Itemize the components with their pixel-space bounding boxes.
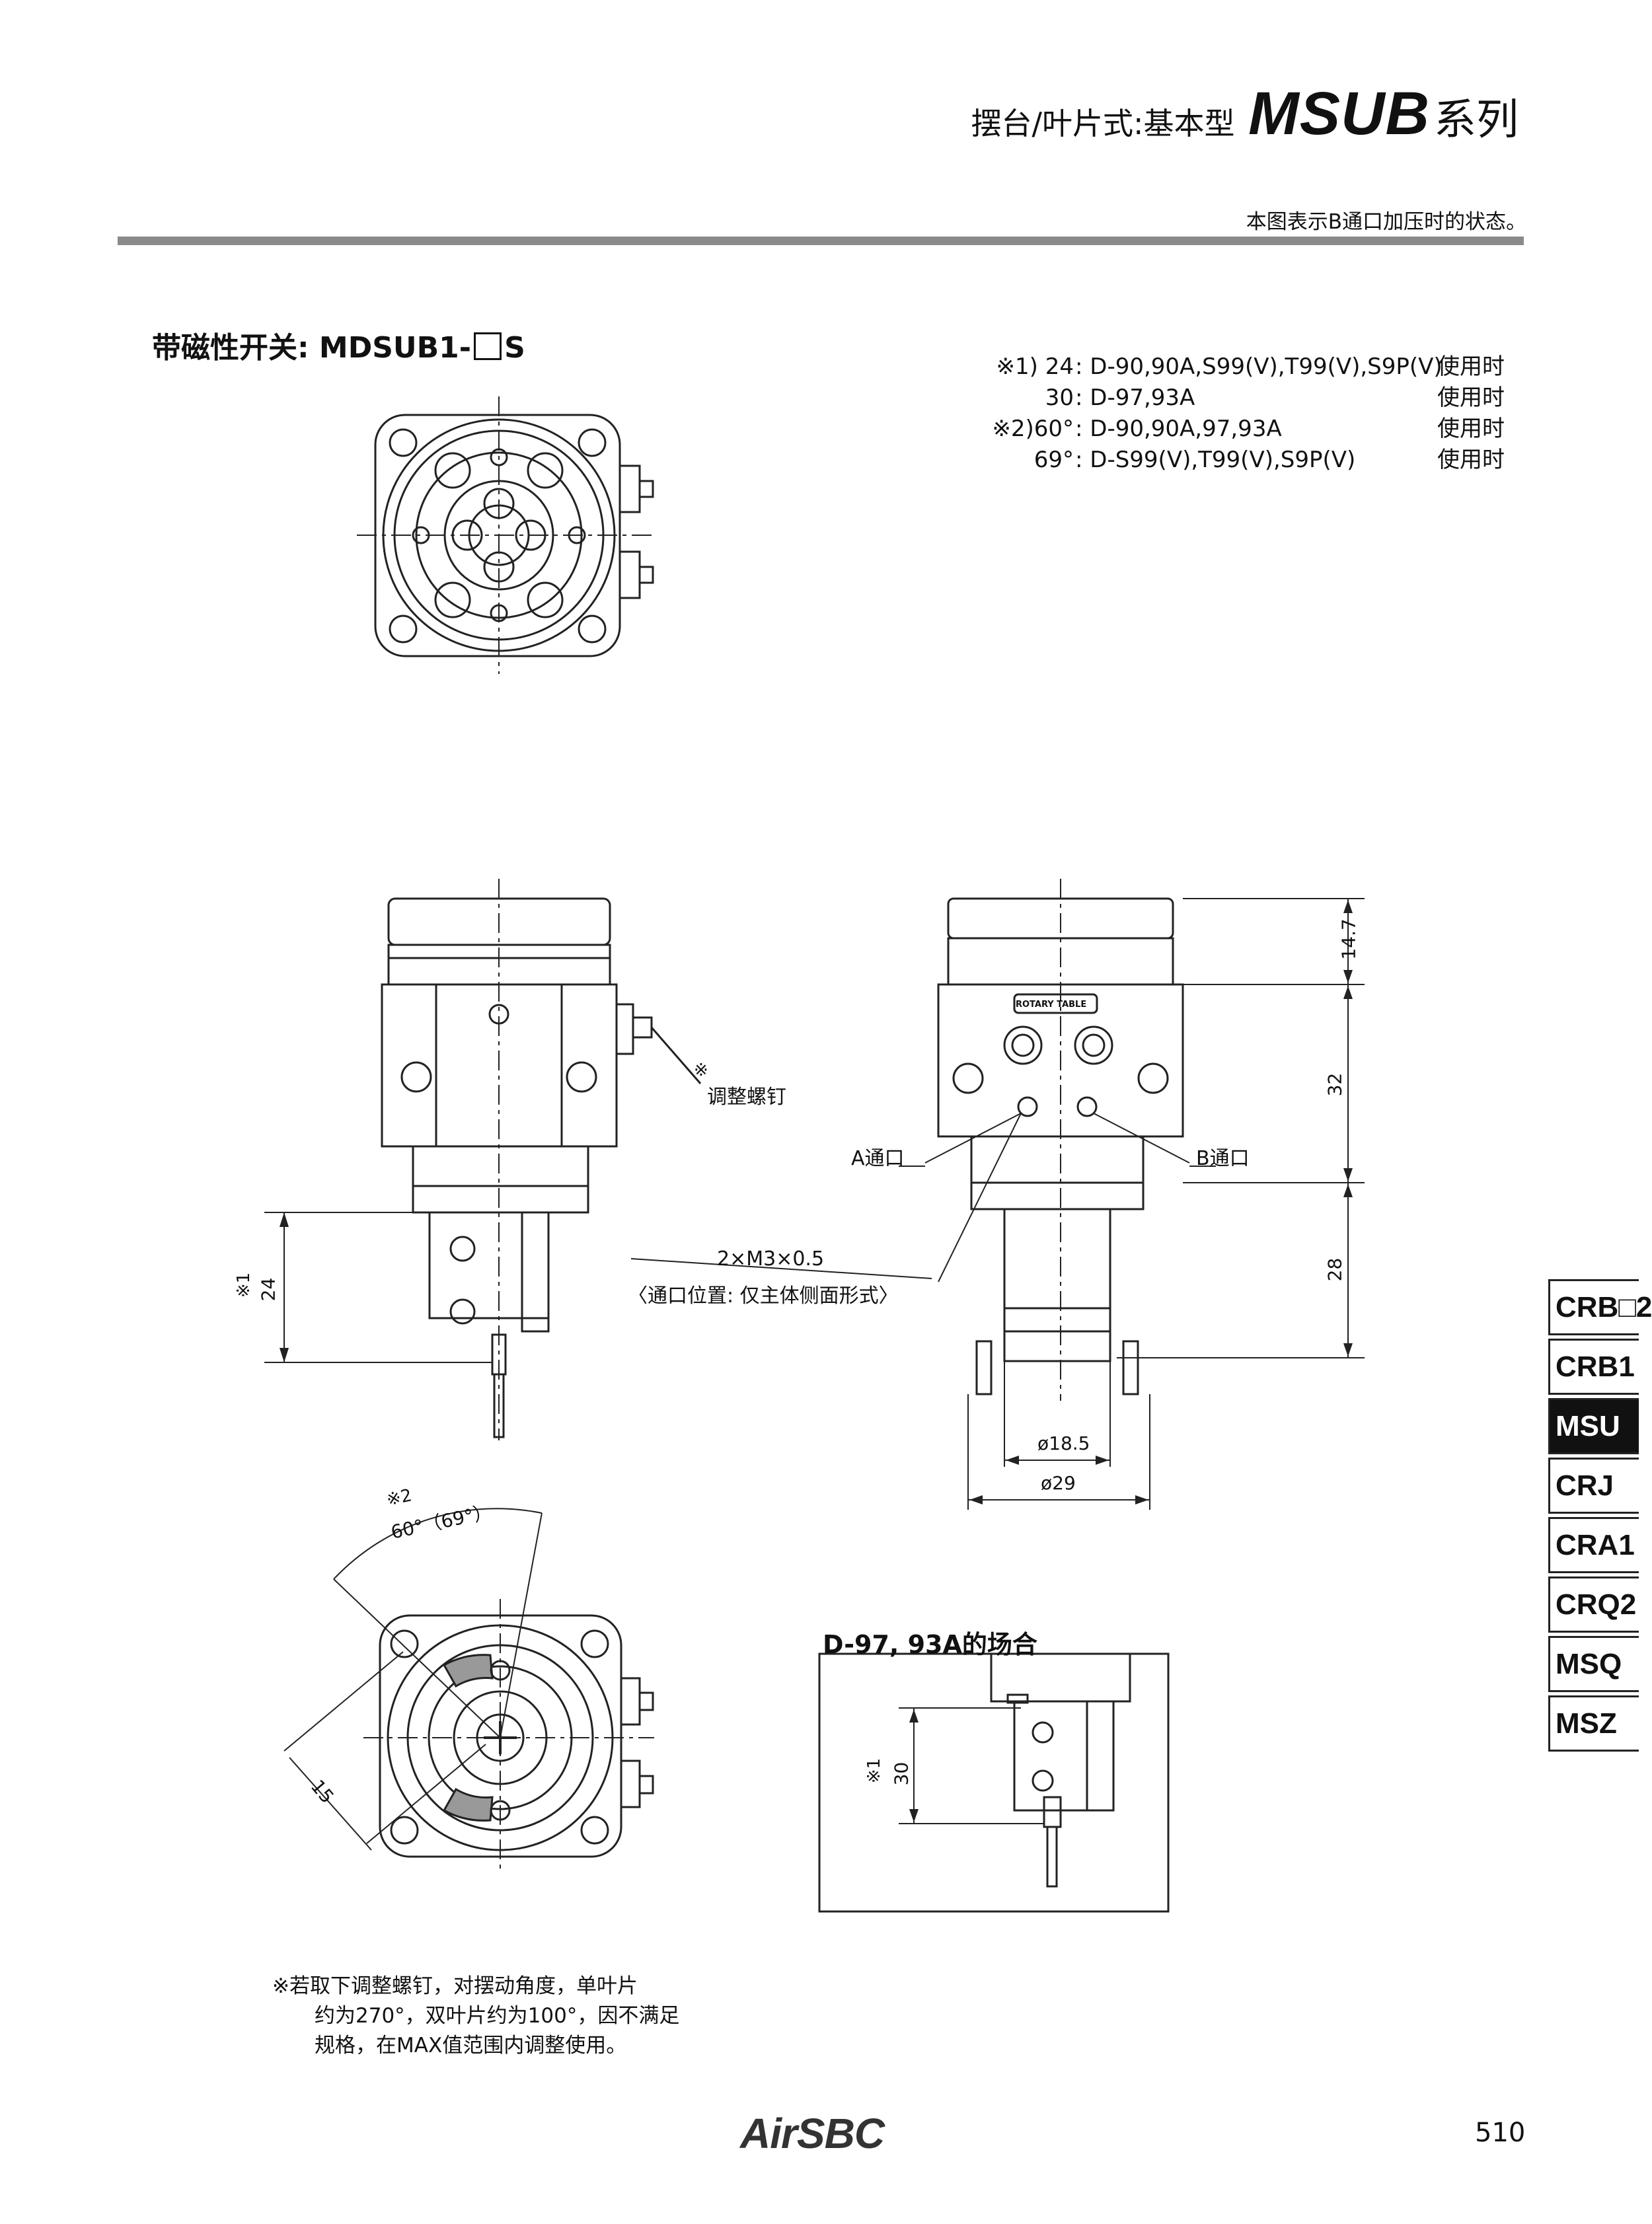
tab-msz[interactable]: MSZ [1548, 1695, 1639, 1752]
rotary-table-plate: ROTARY TABLE [1016, 1000, 1087, 1010]
bottom-view-drawing [283, 1508, 654, 1870]
note-key: ※2)60° [992, 416, 1074, 442]
tab-msu[interactable]: MSU [1548, 1398, 1639, 1454]
side-view-drawing [924, 879, 1365, 1510]
leader-lines [630, 1166, 1216, 1279]
page-header-title: 摆台/叶片式:基本型 MSUB系列 [971, 79, 1519, 149]
note-value: : D-90,90A,97,93A [1075, 416, 1282, 442]
model-suffix: S [504, 331, 525, 365]
port-position-label: 〈通口位置: 仅主体侧面形式〉 [628, 1284, 899, 1308]
tab-msq[interactable]: MSQ [1548, 1636, 1639, 1692]
series-category: 摆台/叶片式:基本型 [971, 106, 1235, 141]
dim-30: 30 [890, 1761, 913, 1786]
tab-crj[interactable]: CRJ [1548, 1458, 1639, 1514]
footnote-line: 规格，在MAX值范围内调整使用。 [315, 2034, 627, 2057]
tab-cra1[interactable]: CRA1 [1548, 1517, 1639, 1573]
case-dim-note: ※1 [864, 1758, 885, 1784]
dim-28: 28 [1324, 1257, 1346, 1282]
note-use: 使用时 [1437, 385, 1505, 411]
dim-14-7: 14.7 [1337, 918, 1360, 960]
case-drawing [818, 1652, 1170, 1913]
footnote-line: ※若取下调整螺钉，对摆动角度，单叶片 [272, 1974, 638, 1998]
series-suffix: 系列 [1434, 96, 1519, 145]
tab-crq2[interactable]: CRQ2 [1548, 1576, 1639, 1633]
port-a-label: A通口 [851, 1147, 905, 1170]
dim-32: 32 [1324, 1072, 1346, 1097]
tab-crb1[interactable]: CRB1 [1548, 1339, 1639, 1395]
note-use: 使用时 [1437, 353, 1505, 380]
model-prefix: 带磁性开关: MDSUB1- [152, 331, 472, 365]
note-key: ※1) 24 [996, 353, 1074, 380]
adjust-screw-mark: ※ [694, 1060, 708, 1080]
note-key: 30 [1045, 385, 1074, 411]
dim-24: 24 [257, 1277, 280, 1302]
dim-note-1: ※1 [234, 1272, 254, 1298]
dia-18-5: ø18.5 [1037, 1432, 1090, 1454]
adjust-screw-label: 调整螺钉 [707, 1086, 786, 1109]
model-title: 带磁性开关: MDSUB1- S [152, 324, 525, 366]
thread-spec-label: 2×M3×0.5 [717, 1247, 825, 1271]
series-side-tabs: CRB□2 CRB1 MSU CRJ CRA1 CRQ2 MSQ MSZ [1548, 1279, 1652, 1755]
note-use: 使用时 [1437, 447, 1505, 473]
footnote: ※若取下调整螺钉，对摆动角度，单叶片 约为270°，双叶片约为100°，因不满足… [272, 1972, 679, 2061]
note-value: : D-90,90A,S99(V),T99(V),S9P(V) [1075, 353, 1443, 380]
tab-crb2[interactable]: CRB□2 [1548, 1279, 1652, 1335]
series-code: MSUB [1248, 80, 1430, 147]
note-value: : D-S99(V),T99(V),S9P(V) [1075, 447, 1356, 473]
brand-logo: AirSBC [740, 2110, 885, 2157]
page-number: 510 [1475, 2118, 1526, 2148]
note-key: 69° [1033, 447, 1074, 473]
dia-29: ø29 [1041, 1472, 1076, 1494]
note-value: : D-97,93A [1075, 385, 1195, 411]
note-use: 使用时 [1437, 416, 1505, 442]
placeholder-box [474, 332, 502, 360]
case-title: D-97, 93A的场合 [823, 1630, 1037, 1659]
front-view-drawing [264, 879, 702, 1440]
footnote-line: 约为270°，双叶片约为100°，因不满足 [315, 2004, 680, 2028]
header-note: 本图表示B通口加压时的状态。 [1246, 210, 1526, 234]
top-view-drawing [357, 396, 654, 674]
header-divider [118, 237, 1524, 245]
port-b-label: B通口 [1196, 1147, 1250, 1170]
